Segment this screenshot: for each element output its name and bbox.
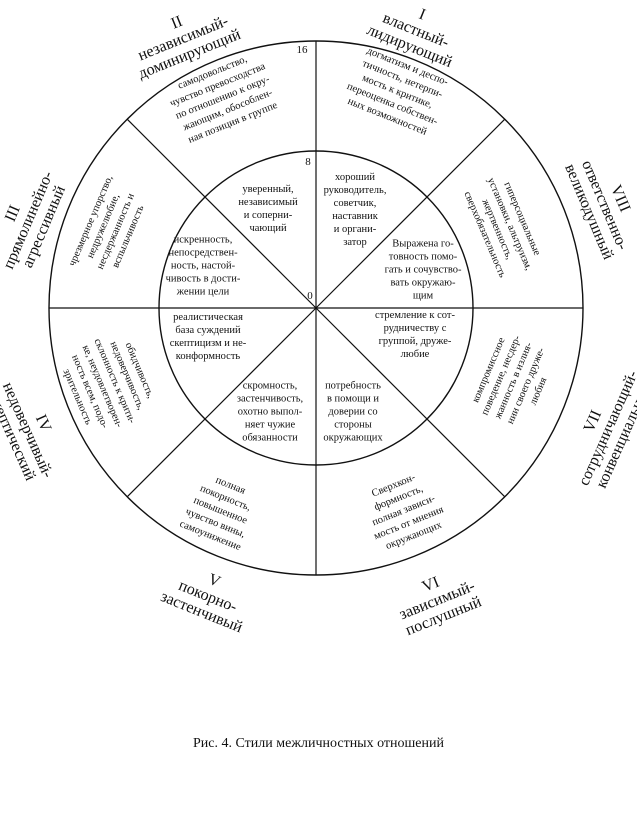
scale-label-center: 0: [307, 290, 313, 302]
octant-8-inner-text-line: вать окружаю-: [390, 277, 456, 288]
octant-1-inner-text: хороший руководитель, советчик, наставник и …: [324, 172, 387, 248]
octant-4-outer-text: обидчивость,недоверчивость,склонность к …: [54, 327, 162, 442]
octant-4-numeral: IV: [32, 412, 55, 435]
labels: догматизм и деспо-тичность, нетерпи-мост…: [0, 6, 637, 640]
octant-2-inner-text-line: чающий: [249, 223, 286, 234]
octant-6-inner-text-line: окружающих: [323, 432, 383, 443]
divider-line-8: [315, 118, 506, 309]
octant-5-inner-text: скромность, застенчивость, охотно выпол-ня…: [237, 380, 303, 443]
octant-4-style-name: IVнедоверчивый-скептический: [0, 373, 72, 487]
octant-6-style-name: VIзависимый-послушный: [390, 562, 484, 640]
octant-2-inner-text: уверенный, независимый и соперни-чающий: [238, 184, 298, 234]
octant-6-inner-text-line: стороны: [334, 419, 372, 430]
octant-5-inner-text-line: охотно выпол-: [238, 406, 303, 417]
octant-8-outer-text: гиперсоциальныеустановки, альтруизм,жерт…: [460, 171, 546, 283]
divider-line-4: [126, 307, 317, 498]
octant-7-inner-text-line: любие: [401, 349, 430, 360]
octant-2-inner-text-line: уверенный,: [242, 184, 293, 195]
octant-5-inner-text-line: скромность,: [243, 380, 298, 391]
octant-7-inner-text: стремление к сот-рудничеству с группой, д…: [375, 310, 455, 360]
divider-line-6: [126, 118, 317, 309]
octant-3-numeral: III: [2, 203, 24, 224]
octant-5-outer-text: полнаяпокорность,повышенноечувство вины,…: [178, 468, 263, 553]
octant-8-inner-text-line: Выражена го-: [392, 238, 454, 249]
octant-5-inner-text-line: обязанности: [242, 432, 298, 443]
octant-1-inner-text-line: и органи-: [334, 224, 377, 235]
octant-1-numeral: I: [417, 6, 428, 24]
octant-3-inner-text-line: чивость в дости-: [166, 273, 241, 284]
octant-1-inner-text-line: затор: [343, 237, 367, 248]
octant-4-inner-text: реалистическая база суждений скептицизм и …: [170, 312, 247, 362]
octant-3-inner-text-line: непосредствен-: [168, 247, 238, 258]
octant-5-inner-text-line: застенчивость,: [237, 393, 303, 404]
octant-3-inner-text-line: жении цели: [176, 286, 230, 297]
octant-8-inner-text-line: щим: [413, 290, 434, 301]
scale-label-outer: 16: [297, 44, 309, 56]
octant-2-inner-text-line: и соперни-: [244, 210, 293, 221]
octant-7-inner-text-line: стремление к сот-: [375, 310, 455, 321]
octant-4-inner-text-line: реалистическая: [173, 312, 243, 323]
octant-4-inner-text-line: конформность: [176, 351, 241, 362]
rings: [48, 40, 584, 576]
octant-4-inner-text-line: скептицизм и не-: [170, 338, 247, 349]
octant-6-inner-text-line: в помощи и: [327, 393, 379, 404]
octant-3-inner-text-line: ность, настой-: [171, 260, 236, 271]
octant-1-inner-text-line: хороший: [335, 172, 375, 183]
octant-7-style-name: VIIсотрудничающий-конвенциальный: [560, 361, 637, 495]
octant-7-inner-text-line: группой, друже-: [379, 336, 452, 347]
octant-6-inner-text: потребность в помощи и доверии со стороны ок…: [323, 380, 383, 443]
octant-8-inner-text-line: гать и сочувство-: [385, 264, 462, 275]
octant-6-inner-text-line: доверии со: [328, 406, 377, 417]
octant-5-style-name: Vпокорно-застенчивый: [158, 557, 258, 637]
octant-6-outer-text: Сверхкон-формность,полная зависи-мость о…: [357, 467, 450, 555]
interpersonal-styles-diagram: догматизм и деспо-тичность, нетерпи-мост…: [0, 6, 637, 640]
octant-1-inner-text-line: советчик,: [334, 198, 377, 209]
octant-2-inner-text-line: независимый: [238, 197, 298, 208]
octant-1-inner-text-line: руководитель,: [324, 185, 387, 196]
octant-5-inner-text-line: няет чужие: [245, 419, 296, 430]
octant-3-style-name: IIIпрямолинейно-агрессивный: [0, 162, 72, 278]
octant-3-inner-text: искренность, непосредствен-ность, настой-…: [166, 234, 241, 297]
octant-7-inner-text-line: рудничеству с: [384, 323, 447, 334]
scale-label-middle: 8: [305, 156, 311, 168]
octant-8-inner-text-line: товность помо-: [389, 251, 458, 262]
octant-4-inner-text-line: база суждений: [175, 325, 241, 336]
octant-8-style-name: VIIIответственно-великодушный: [561, 148, 637, 262]
octant-8-inner-text: Выражена го-товность помо-гать и сочувст…: [385, 238, 462, 301]
octant-1-inner-text-line: наставник: [332, 211, 379, 222]
octant-3-inner-text-line: искренность,: [174, 234, 233, 245]
octant-6-inner-text-line: потребность: [325, 380, 381, 391]
octant-7-outer-text: компромиссноеповедение, несдер-жанность …: [467, 328, 560, 432]
octant-6-numeral: VI: [420, 574, 442, 596]
divider-line-2: [315, 307, 506, 498]
figure-caption: Рис. 4. Стили межличностных отношений: [193, 736, 444, 751]
octant-3-outer-text: чрезмерное упорство,недружелюбие,несдерж…: [67, 174, 153, 284]
